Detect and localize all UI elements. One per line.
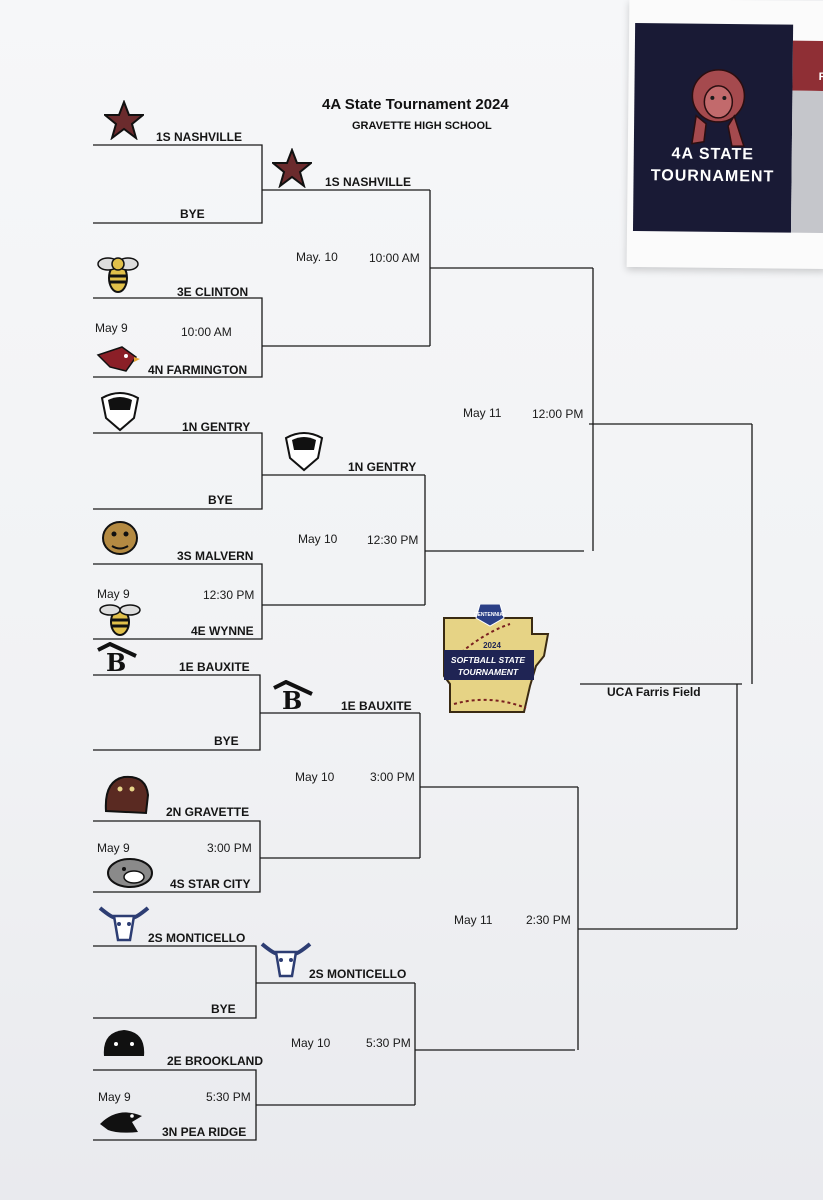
r1-m2-top-team: 3E CLINTON bbox=[177, 285, 249, 299]
r1-m1-top-team: 1S NASHVILLE bbox=[156, 130, 243, 144]
r1-m8-top-team: 2E BROOKLAND bbox=[167, 1054, 264, 1068]
r2-match-3-line bbox=[419, 713, 578, 858]
star-city-bulldog-icon bbox=[107, 858, 153, 888]
nashville-star-icon-r2 bbox=[272, 148, 312, 188]
r1-m3-bottom-team: BYE bbox=[208, 493, 233, 507]
r1-m7-bottom-team: BYE bbox=[211, 1002, 236, 1016]
gentry-pioneer-icon bbox=[100, 392, 140, 432]
r1-m8-date: May 9 bbox=[98, 1090, 131, 1104]
r1-m4-bottom-team: 4E WYNNE bbox=[191, 624, 254, 638]
r1-m7-top-team: 2S MONTICELLO bbox=[148, 931, 246, 945]
r1-m2-bottom-team: 4N FARMINGTON bbox=[148, 363, 248, 377]
r1-m6-date: May 9 bbox=[97, 841, 130, 855]
semi-1-line bbox=[589, 268, 752, 551]
logo-badge-text: CENTENNIAL bbox=[474, 612, 506, 618]
gentry-pioneer-icon-r2 bbox=[284, 432, 324, 472]
r1-m4-top-team: 3S MALVERN bbox=[177, 549, 254, 563]
clinton-yellowjacket-icon bbox=[97, 257, 139, 293]
poster-edge-letter: R bbox=[818, 70, 823, 84]
semi-2-time: 2:30 PM bbox=[526, 913, 571, 927]
final-venue: UCA Farris Field bbox=[607, 685, 701, 699]
poster: 4A STATE TOURNAMENT R bbox=[626, 0, 823, 270]
lion-mascot-icon bbox=[691, 69, 746, 147]
softball-state-tournament-logo: CENTENNIAL 2024 SOFTBALL STATE TOURNAMEN… bbox=[443, 604, 550, 713]
gravette-lion-icon bbox=[104, 775, 150, 815]
r1-m1-bottom-team: BYE bbox=[180, 207, 205, 221]
bauxite-b-pickaxe-icon-r2: B bbox=[273, 680, 313, 712]
r1-match-6-line bbox=[93, 820, 420, 893]
r1-m6-top-team: 2N GRAVETTE bbox=[166, 805, 250, 819]
poster-red-band bbox=[792, 40, 823, 92]
r1-m3-top-team: 1N GENTRY bbox=[182, 420, 251, 434]
r2-m2-time: 12:30 PM bbox=[367, 533, 419, 547]
farmington-cardinal-icon bbox=[96, 346, 140, 372]
r2-match-2-line bbox=[424, 475, 584, 605]
pea-ridge-blackhawk-icon bbox=[100, 1112, 142, 1133]
r2-m2-date: May 10 bbox=[298, 532, 338, 546]
r1-match-4-line bbox=[93, 563, 425, 640]
r1-match-5-line bbox=[93, 674, 420, 751]
poster-navy-panel: 4A STATE TOURNAMENT bbox=[632, 23, 794, 233]
r2-m2-team: 1N GENTRY bbox=[348, 460, 417, 474]
logo-year: 2024 bbox=[483, 641, 501, 650]
host-school: GRAVETTE HIGH SCHOOL bbox=[352, 120, 492, 132]
logo-line2: TOURNAMENT bbox=[458, 667, 519, 677]
r1-m5-top-team: 1E BAUXITE bbox=[179, 660, 250, 674]
r1-match-3-line bbox=[93, 432, 425, 510]
r1-match-2-line bbox=[93, 297, 430, 378]
monticello-billy-goat-icon bbox=[98, 906, 150, 942]
r1-m6-bottom-team: 4S STAR CITY bbox=[170, 877, 251, 891]
r1-m4-time: 12:30 PM bbox=[203, 588, 255, 602]
semi-1-time: 12:00 PM bbox=[532, 407, 584, 421]
poster-title: 4A STATE TOURNAMENT bbox=[650, 145, 775, 186]
r1-m4-date: May 9 bbox=[97, 587, 130, 601]
tournament-title: 4A State Tournament 2024 bbox=[322, 96, 509, 113]
logo-line1: SOFTBALL STATE bbox=[451, 655, 525, 665]
wynne-yellowjacket-icon bbox=[99, 604, 141, 636]
r1-m2-date: May 9 bbox=[95, 321, 128, 335]
monticello-billy-goat-icon-r2 bbox=[260, 942, 312, 978]
r2-m4-team: 2S MONTICELLO bbox=[309, 967, 407, 981]
r1-m8-bottom-team: 3N PEA RIDGE bbox=[162, 1125, 247, 1139]
final-line bbox=[580, 424, 753, 929]
semi-2-date: May 11 bbox=[454, 913, 493, 927]
r2-m3-time: 3:00 PM bbox=[370, 770, 415, 784]
malvern-leopard-icon bbox=[102, 521, 138, 555]
semi-2-line bbox=[577, 787, 737, 1050]
r2-m1-team: 1S NASHVILLE bbox=[325, 175, 412, 189]
nashville-star-icon bbox=[104, 100, 144, 140]
brookland-bearcat-icon bbox=[103, 1030, 145, 1056]
r1-m8-time: 5:30 PM bbox=[206, 1090, 251, 1104]
r1-match-8-line bbox=[93, 1069, 415, 1141]
poster-qr-area bbox=[790, 90, 823, 234]
r2-match-4-line bbox=[414, 983, 575, 1105]
r2-match-1-line bbox=[429, 190, 593, 346]
r1-match-1-line bbox=[93, 144, 430, 224]
r1-m2-time: 10:00 AM bbox=[181, 325, 232, 339]
svg-text:B: B bbox=[282, 686, 302, 712]
r2-m4-date: May 10 bbox=[291, 1036, 331, 1050]
r2-m1-time: 10:00 AM bbox=[369, 251, 420, 265]
semi-1-date: May 11 bbox=[463, 406, 502, 420]
bauxite-b-pickaxe-icon: B bbox=[97, 642, 137, 674]
r2-m1-date: May. 10 bbox=[296, 250, 338, 264]
r2-m3-team: 1E BAUXITE bbox=[341, 699, 412, 713]
r2-m3-date: May 10 bbox=[295, 770, 335, 784]
r2-m4-time: 5:30 PM bbox=[366, 1036, 411, 1050]
r1-m5-bottom-team: BYE bbox=[214, 734, 239, 748]
r1-match-7-line bbox=[93, 945, 415, 1019]
svg-text:B: B bbox=[106, 648, 126, 674]
r1-m6-time: 3:00 PM bbox=[207, 841, 252, 855]
